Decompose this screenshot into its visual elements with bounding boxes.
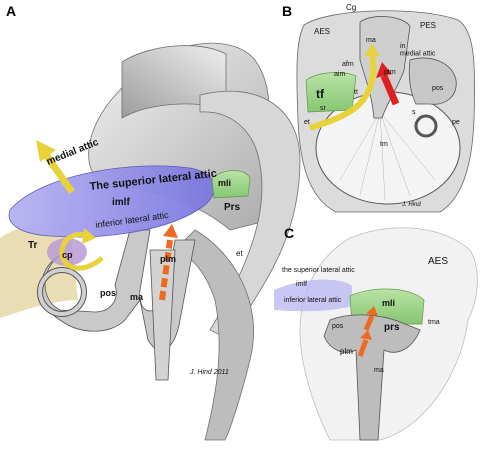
b-yellow-arrow — [309, 55, 377, 131]
c-label-plm: plm — [340, 347, 353, 356]
label-imlf: imlf — [112, 197, 130, 208]
stapes-ring-inner — [38, 268, 86, 316]
plm-arrow — [159, 239, 173, 301]
c-label-inferior-lateral-attic: inferior lateral attic — [284, 297, 342, 304]
b-label-sr: sr — [320, 105, 327, 112]
c-orange-arrow-up — [363, 315, 375, 331]
b-radial-lines — [339, 111, 436, 201]
b-label-pos: pos — [432, 85, 444, 92]
panel-c-letter: C — [284, 225, 294, 241]
b-label-aes: AES — [314, 27, 330, 36]
b-label-afm: afm — [342, 61, 354, 68]
c-label-mli: mli — [382, 298, 395, 308]
signature-b: J. Hind — [401, 202, 421, 208]
c-label-aes: AES — [428, 256, 448, 267]
panel-b-letter: B — [282, 3, 292, 19]
panel-c: C AES the superior lateral attic imlf in… — [274, 225, 478, 441]
arrow-up-left-icon — [36, 140, 56, 162]
c-orange-arrowhead-low — [360, 330, 372, 340]
label-tr: Tr — [28, 240, 38, 251]
c-orange-arrowhead-up — [366, 306, 378, 316]
panel-a: A medial attic The superior lateral atti… — [0, 3, 301, 441]
b-label-tm: tm — [380, 141, 388, 148]
b-label-aim: aim — [334, 71, 345, 78]
c-label-superior-lateral-attic: the superior lateral attic — [282, 267, 355, 274]
panel-a-letter: A — [6, 3, 16, 19]
label-et: et — [236, 249, 243, 258]
signature-a: J. Hind 2011 — [189, 369, 229, 376]
c-label-imlf: imlf — [296, 281, 307, 288]
b-red-arrowhead — [376, 62, 392, 78]
label-cp: cp — [62, 250, 73, 260]
b-label-cg: Cg — [346, 3, 356, 12]
label-ma: ma — [130, 292, 144, 302]
lower-frame — [174, 229, 254, 441]
c-imlf — [274, 279, 352, 312]
c-ossicle — [323, 314, 421, 441]
c-label-pos: pos — [332, 323, 344, 330]
curved-arrowhead — [82, 228, 96, 244]
label-mli: mli — [218, 178, 231, 188]
label-prs: Prs — [224, 202, 241, 213]
imlf-fold — [8, 165, 215, 238]
b-yellow-arrowhead — [364, 44, 380, 56]
label-pos: pos — [100, 288, 116, 298]
b-label-tt: tt — [354, 89, 358, 96]
b-label-tf: tf — [316, 87, 325, 101]
c-label-tma: tma — [428, 319, 440, 326]
c-label-prs: prs — [384, 322, 400, 333]
curved-arrow-icon — [59, 232, 104, 271]
b-label-ma: ma — [366, 37, 376, 44]
arrow-up-icon — [163, 224, 178, 238]
manubrium — [149, 249, 176, 381]
b-label-pes: PES — [420, 21, 436, 30]
label-plm: plm — [160, 254, 176, 264]
b-label-et: et — [304, 119, 310, 126]
b-label-ptm: ptm — [384, 69, 396, 76]
b-stapes-ring — [414, 114, 438, 138]
c-label-ma: ma — [374, 367, 384, 374]
cp-region — [47, 238, 87, 266]
mli-region — [211, 170, 251, 199]
medial-attic-arrow-icon — [41, 149, 75, 195]
b-tf-region — [305, 72, 357, 113]
c-orange-arrow-low — [357, 339, 369, 357]
b-incus — [408, 57, 457, 105]
b-label-pe: pe — [452, 119, 460, 126]
b-label-s: s — [412, 109, 416, 116]
b-red-arrow — [380, 74, 400, 106]
